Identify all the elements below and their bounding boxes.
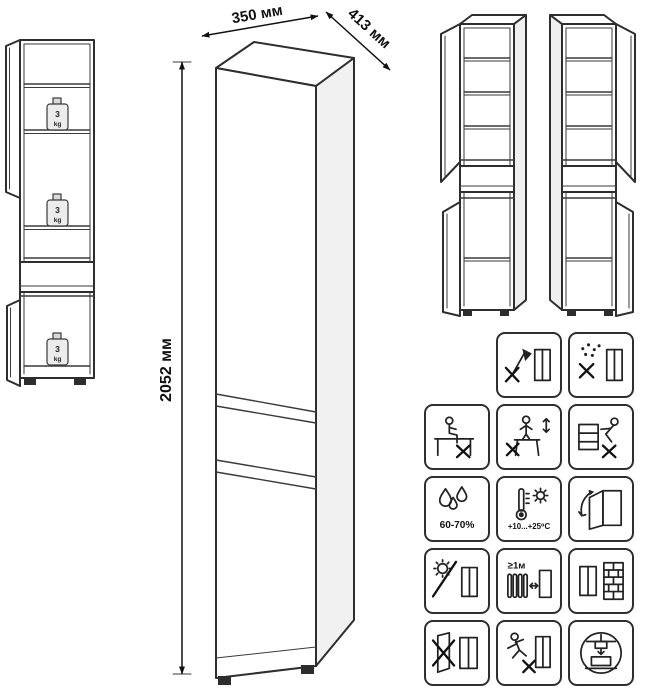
no-impact-icon — [504, 348, 551, 383]
grid-spacer — [424, 332, 490, 398]
foot — [604, 310, 613, 316]
foot — [301, 665, 314, 674]
care-icon-no-dragging — [568, 404, 634, 470]
care-icon-door-swing — [568, 476, 634, 542]
no-standing-icon — [505, 415, 551, 457]
care-icon-wall-clearance — [568, 548, 634, 614]
side-face — [549, 14, 563, 311]
open-door-bottom — [442, 201, 461, 317]
care-icon-no-sunlight — [424, 548, 490, 614]
foot — [463, 310, 472, 316]
open-door-top — [5, 39, 21, 199]
care-icon-no-impact — [496, 332, 562, 398]
load-unit: kg — [54, 356, 62, 363]
load-weight-icon: 3 kg — [46, 193, 69, 227]
heater-distance-label: ≥1м — [508, 561, 526, 572]
load-weight-icon: 3 kg — [46, 332, 69, 366]
open-door-bottom — [615, 201, 634, 317]
care-icon-press-load — [568, 620, 634, 686]
care-icon-no-standing — [496, 404, 562, 470]
open-door-top — [615, 23, 636, 183]
front-open-view: 3 kg 3 kg 3 kg — [5, 39, 95, 387]
care-icons-grid: 60-70% +10...+25⁰С — [424, 332, 634, 686]
humidity-icon: 60-70% — [438, 486, 475, 531]
open-door-bottom — [6, 299, 21, 387]
cabinet-side-face — [315, 57, 355, 667]
foot — [567, 310, 576, 316]
foot — [500, 310, 509, 316]
wall-clearance-icon — [579, 561, 624, 601]
load-value: 3 — [55, 109, 60, 119]
side-face — [513, 14, 527, 311]
open-view-right-door — [549, 14, 636, 317]
care-icon-humidity: 60-70% — [424, 476, 490, 542]
temperature-label: +10...+25⁰С — [508, 522, 551, 531]
temperature-icon: +10...+25⁰С — [508, 487, 551, 531]
load-unit: kg — [54, 121, 62, 128]
load-unit: kg — [54, 217, 62, 224]
care-icon-temperature: +10...+25⁰С — [496, 476, 562, 542]
no-children-climbing-icon — [507, 632, 551, 674]
foot — [24, 378, 36, 385]
depth-dimension-line — [325, 11, 391, 71]
no-abrasive-icon — [578, 343, 623, 382]
dimension-view: 2052 мм 350 мм 413 мм — [158, 2, 394, 685]
care-icon-no-children-climbing — [496, 620, 562, 686]
no-pull-doors-icon — [431, 631, 479, 674]
door-swing-icon — [578, 489, 623, 531]
open-door-top — [440, 23, 461, 183]
height-dimension-label: 2052 мм — [158, 338, 175, 402]
drawer-front — [459, 165, 515, 193]
care-icon-no-pull-doors — [424, 620, 490, 686]
care-icon-no-sitting — [424, 404, 490, 470]
cabinet-front-face — [215, 67, 317, 679]
humidity-label: 60-70% — [440, 520, 475, 531]
load-value: 3 — [55, 344, 60, 354]
no-dragging-icon — [578, 417, 619, 459]
no-sunlight-icon — [431, 559, 479, 598]
drawer-front — [561, 165, 617, 193]
load-weight-icon: 3 kg — [46, 97, 69, 131]
depth-dimension-label: 413 мм — [344, 5, 394, 52]
no-sitting-icon — [434, 416, 475, 459]
care-icon-no-abrasive — [568, 332, 634, 398]
width-dimension-line — [201, 14, 319, 38]
foot — [218, 676, 231, 685]
foot — [74, 378, 86, 385]
care-icon-heater-distance: ≥1м — [496, 548, 562, 614]
open-view-left-door — [440, 14, 527, 317]
load-value: 3 — [55, 205, 60, 215]
drawer-front — [19, 261, 95, 293]
heater-distance-icon: ≥1м — [507, 561, 552, 599]
press-load-icon — [579, 631, 623, 675]
